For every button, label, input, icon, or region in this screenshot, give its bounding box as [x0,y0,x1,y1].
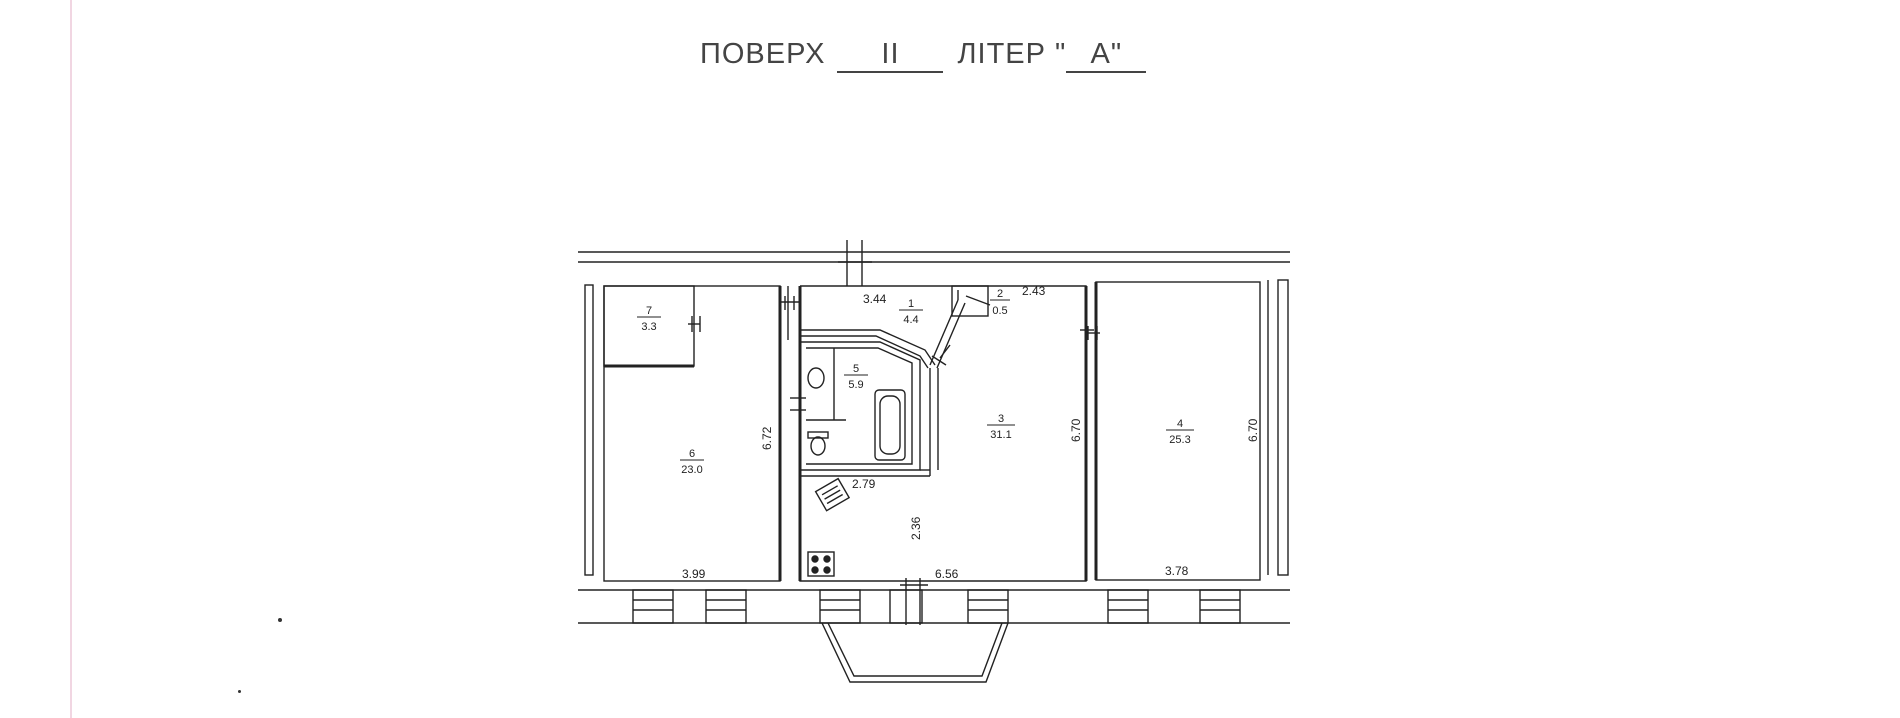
window-5 [1107,589,1149,624]
room-6-label: 6 23.0 [680,448,704,476]
room-7-label: 7 3.3 [637,305,661,333]
window-4 [967,589,1009,624]
litera-value: А" [1066,38,1147,73]
balcony-door [889,578,928,625]
room-4-number: 4 [1177,418,1183,430]
bathtub [874,389,906,461]
room-2-outline [951,285,989,317]
room-5-area: 5.9 [848,379,863,391]
litera-label: ЛІТЕР " [957,38,1067,70]
room-7-number: 7 [646,305,652,317]
dimension-6-70-room-4: 6.70 [1246,418,1260,442]
stove [807,551,835,577]
room-3-number: 3 [998,413,1004,425]
room-4-outline [1095,281,1261,581]
dimension-2-79: 2.79 [852,477,876,491]
plan-title: ПОВЕРХ II ЛІТЕР "А" [700,38,1147,73]
window-3 [819,589,861,624]
room-3-area: 31.1 [990,429,1011,441]
balcony-outline [821,622,1009,683]
dimension-2-36: 2.36 [909,516,923,540]
room-2-number: 2 [997,288,1003,300]
toilet [810,436,826,456]
stray-mark-2 [238,690,241,693]
dimension-6-70-room-3: 6.70 [1069,418,1083,442]
dimension-3-78: 3.78 [1165,564,1189,578]
left-party-wall [584,284,594,576]
room-7-area: 3.3 [641,321,656,333]
floor-label: ПОВЕРХ [700,38,826,70]
window-6 [1199,589,1241,624]
sink [807,367,825,389]
room-5-outline [800,341,921,471]
room-5-label: 5 5.9 [844,363,868,391]
room-6-number: 6 [689,448,695,460]
room-4-label: 4 25.3 [1166,418,1194,446]
dimension-6-72: 6.72 [760,426,774,450]
room-2-area: 0.5 [992,305,1007,317]
window-2 [705,589,747,624]
dimension-2-43: 2.43 [1022,284,1046,298]
room-1-lower-wall [800,329,936,366]
page-margin-line [70,0,72,718]
room-4-area: 25.3 [1169,434,1190,446]
window-1 [632,589,674,624]
room-1-label: 1 4.4 [899,298,923,326]
room-5-number: 5 [853,363,859,375]
kitchen-sink [814,477,851,512]
room-1-number: 1 [908,298,914,310]
dimension-3-44: 3.44 [863,292,887,306]
room-2-label: 2 0.5 [990,288,1010,317]
dimension-3-99: 3.99 [682,567,706,581]
floor-value: II [837,38,944,73]
room-6-area: 23.0 [681,464,702,476]
dimension-6-56: 6.56 [935,567,959,581]
room-3-label: 3 31.1 [987,413,1015,441]
right-party-wall [1277,279,1289,576]
stray-mark-1 [278,618,282,622]
room-1-area: 4.4 [903,314,918,326]
